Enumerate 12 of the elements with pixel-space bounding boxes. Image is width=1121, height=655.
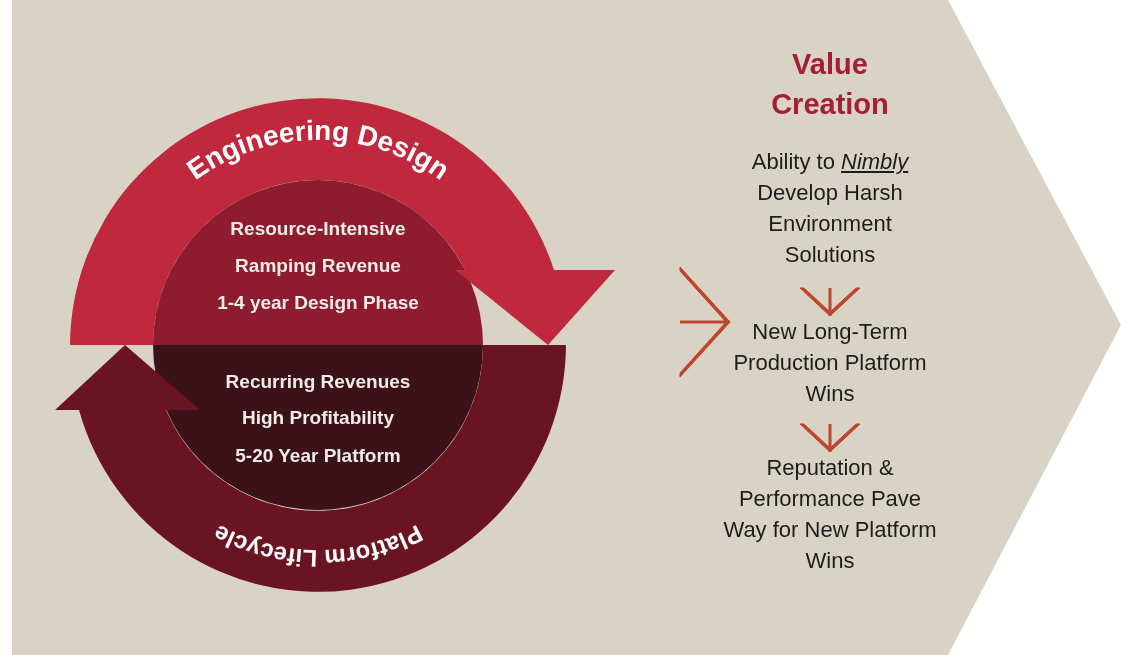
step-text: Ability to Nimbly Develop Harsh Environment Solutions <box>750 148 910 269</box>
step-text: New Long-Term Production Platform Wins <box>732 318 928 408</box>
column-heading: Value Creation <box>770 47 890 122</box>
cycle-text: 5-20 Year Platform <box>235 445 401 467</box>
arrowhead <box>455 270 615 345</box>
cycle-text: Recurring Revenues <box>225 371 411 393</box>
cycle-text: 1-4 year Design Phase <box>217 292 419 314</box>
step-text: Reputation & Performance Pave Way for New Platform Wins <box>722 454 938 575</box>
cycle-text: Ramping Revenue <box>235 255 401 277</box>
cycle-text: Resource-Intensive <box>230 218 406 240</box>
arrowhead <box>55 345 200 410</box>
cycle-text: High Profitability <box>242 407 394 429</box>
